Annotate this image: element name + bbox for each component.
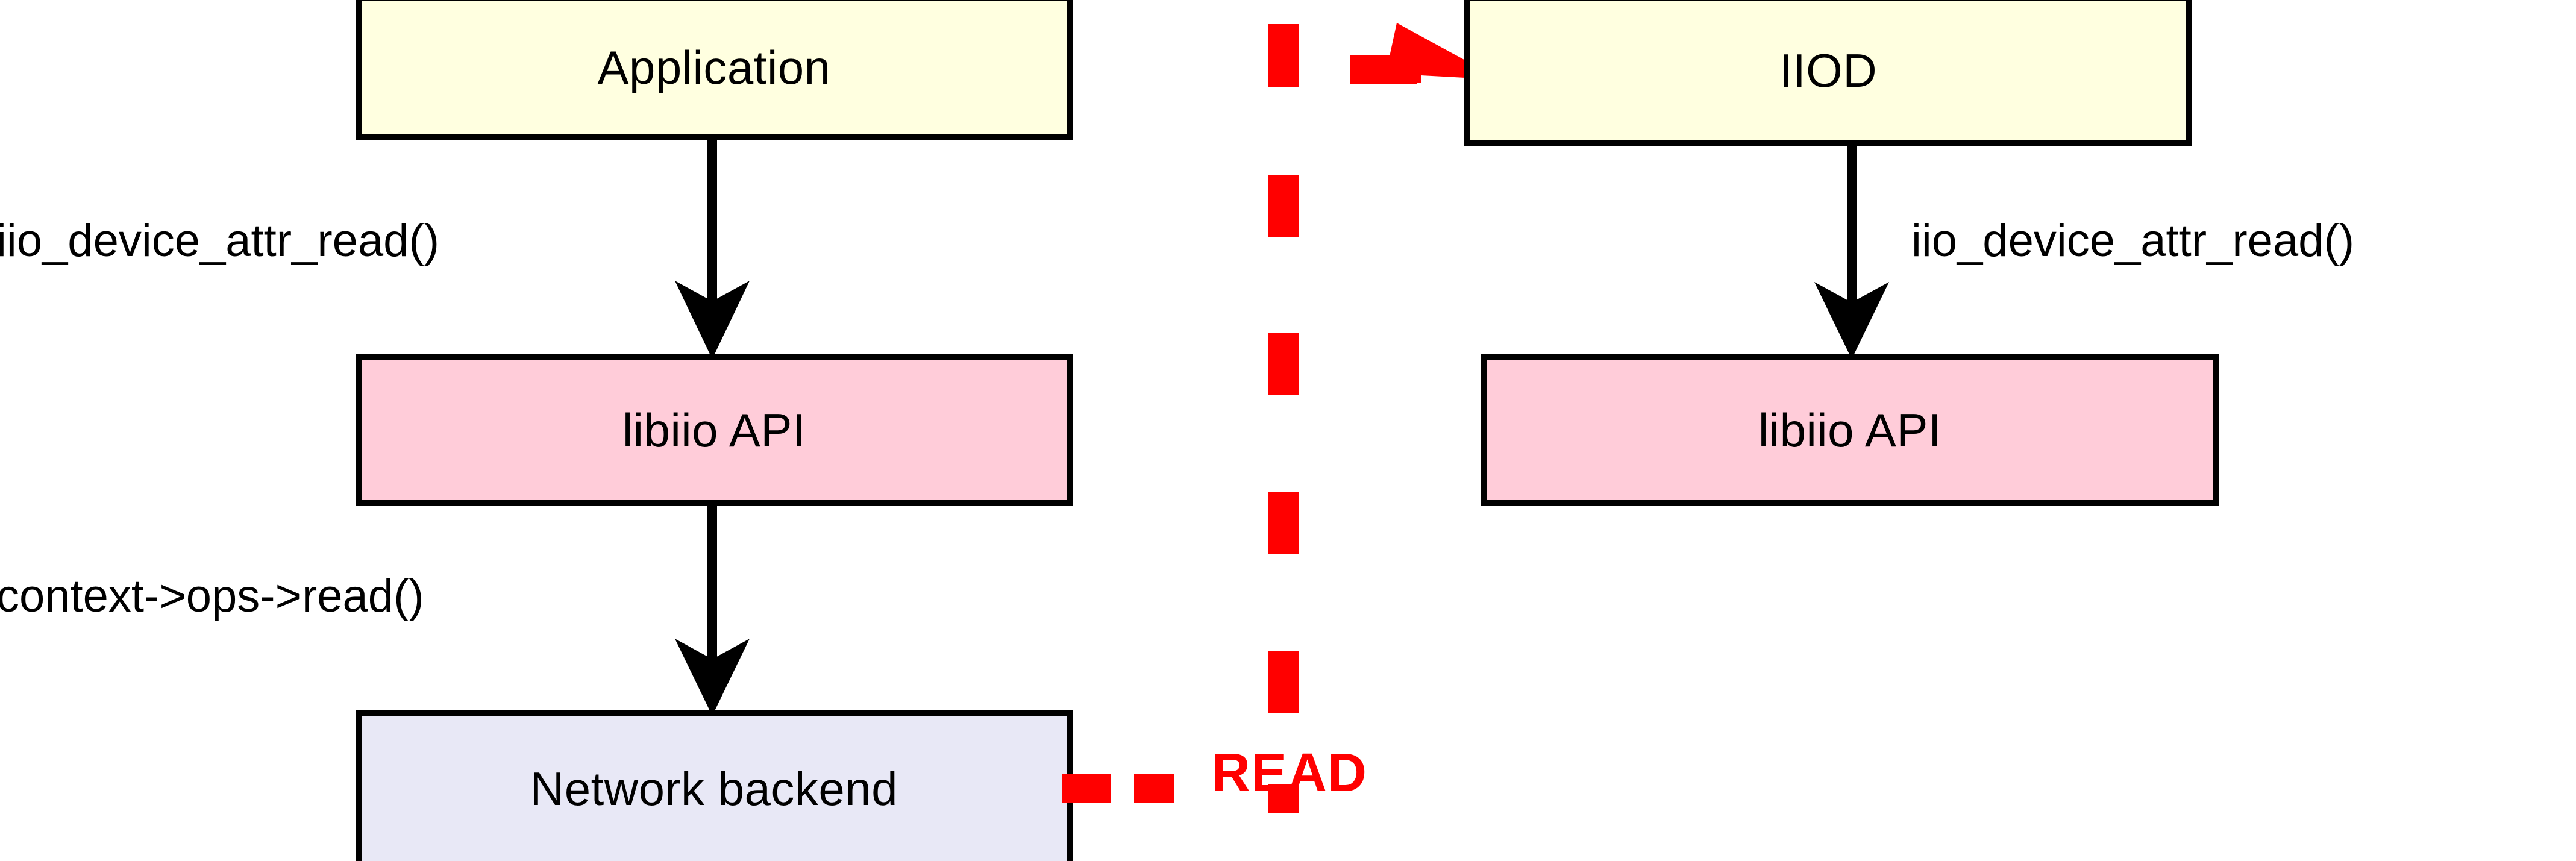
arrow-iiod-to-libiio-api xyxy=(1814,143,1889,359)
edge-label-context-ops-read: context->ops->read() xyxy=(0,571,424,622)
node-network-backend-label: Network backend xyxy=(530,762,898,815)
red-dash-segment xyxy=(1268,333,1299,395)
red-dash-segment xyxy=(1268,784,1299,813)
node-iiod-label: IIOD xyxy=(1779,44,1878,97)
red-dash-segment xyxy=(1268,24,1299,87)
red-arrow-icon xyxy=(1350,23,1500,84)
red-dash-segment-horizontal xyxy=(1134,774,1174,803)
node-libiio-api-right-label: libiio API xyxy=(1758,404,1942,457)
edge-label-iio-device-attr-read-left: iio_device_attr_read() xyxy=(0,215,440,266)
red-dash-segment xyxy=(1268,492,1299,554)
red-dashed-divider xyxy=(1268,24,1299,813)
node-application-label: Application xyxy=(597,41,831,94)
red-dash-segment xyxy=(1268,651,1299,713)
read-annotation-label: READ xyxy=(1211,743,1368,803)
node-libiio-api-left-label: libiio API xyxy=(622,404,806,457)
red-dash-segment xyxy=(1268,175,1299,237)
red-dash-segment-horizontal xyxy=(1062,774,1111,803)
edge-label-iio-device-attr-read-right: iio_device_attr_read() xyxy=(1911,215,2355,266)
node-network-backend[interactable]: Network backend xyxy=(356,710,1073,861)
arrow-application-to-libiio-api xyxy=(675,137,750,359)
node-application[interactable]: Application xyxy=(356,0,1073,140)
arrow-libiio-api-to-network-backend xyxy=(675,501,750,716)
node-libiio-api-left[interactable]: libiio API xyxy=(356,354,1073,506)
node-libiio-api-right[interactable]: libiio API xyxy=(1481,354,2219,506)
node-iiod[interactable]: IIOD xyxy=(1464,0,2192,146)
